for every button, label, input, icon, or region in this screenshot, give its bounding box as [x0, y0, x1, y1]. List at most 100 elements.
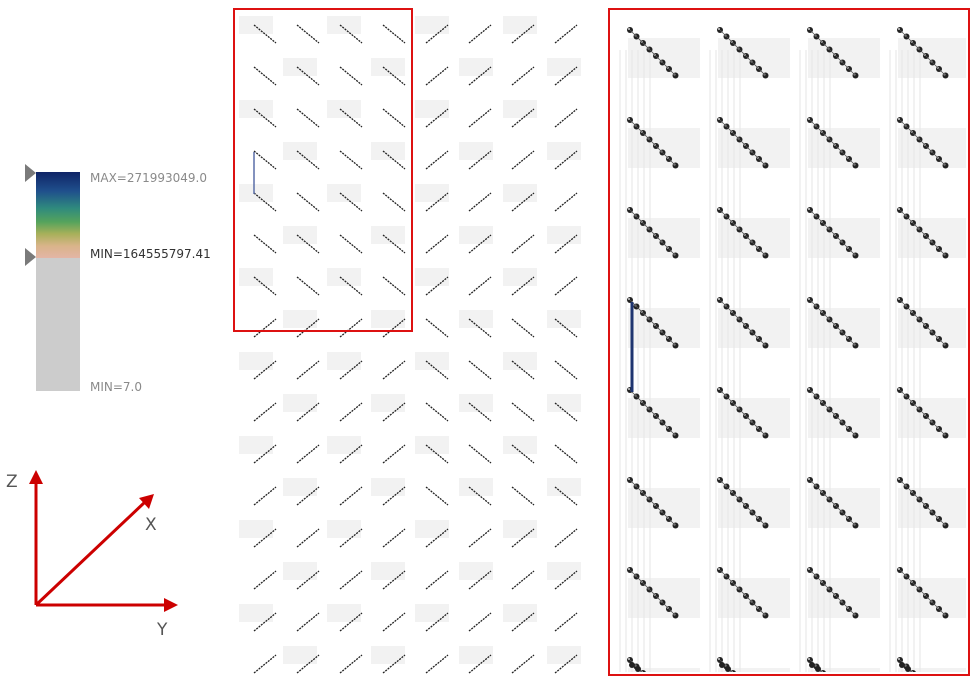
background-tile: [628, 38, 700, 78]
glyph-stroke: [253, 654, 277, 674]
background-tile: [547, 562, 581, 580]
glyph-stroke: [296, 528, 320, 548]
background-tile: [718, 38, 790, 78]
glyph-stroke: [339, 528, 363, 548]
glyph-stroke: [296, 234, 320, 254]
glyph-stroke: [253, 486, 277, 506]
background-tile: [283, 394, 317, 412]
background-tile: [459, 310, 493, 328]
bead-chain: [899, 479, 946, 526]
bead-chain: [809, 479, 856, 526]
legend-min-threshold-label: MIN=164555797.41: [90, 247, 211, 261]
bead-highlight: [718, 478, 720, 480]
glyph-stroke: [296, 654, 320, 674]
glyph-stroke: [511, 150, 535, 170]
background-tile: [503, 436, 537, 454]
bead: [725, 666, 731, 672]
glyph-stroke: [511, 318, 535, 338]
background-tile: [283, 646, 317, 664]
glyph-stroke: [468, 276, 492, 296]
background-tile: [808, 128, 880, 168]
glyph-stroke: [425, 150, 449, 170]
bead-chain: [629, 389, 676, 436]
bead-highlight: [808, 658, 810, 660]
background-tile: [718, 668, 790, 672]
background-tile: [503, 520, 537, 538]
legend-below-min-bar: [36, 258, 80, 391]
bead-chain: [719, 299, 766, 346]
bead-highlight: [718, 208, 720, 210]
overview-panel[interactable]: [233, 8, 593, 680]
background-tile: [628, 128, 700, 168]
glyph-stroke: [253, 360, 277, 380]
background-tile: [628, 218, 700, 258]
background-tile: [718, 218, 790, 258]
background-tile: [718, 398, 790, 438]
glyph-stroke: [296, 444, 320, 464]
bead: [629, 662, 635, 668]
glyph-stroke: [339, 318, 363, 338]
zoom-panel[interactable]: [610, 10, 966, 672]
glyph-stroke: [253, 402, 277, 422]
bead-highlight: [718, 118, 720, 120]
bead-highlight: [718, 388, 720, 390]
glyph-stroke: [554, 66, 578, 86]
glyph-stroke: [339, 444, 363, 464]
bead-chain: [809, 389, 856, 436]
bead-highlight: [628, 118, 630, 120]
glyph-stroke: [253, 444, 277, 464]
background-tile: [459, 142, 493, 160]
glyph-stroke: [468, 654, 492, 674]
bead: [905, 666, 911, 672]
bead-chain: [809, 29, 856, 76]
legend-min-label: MIN=7.0: [90, 380, 143, 394]
glyph-stroke: [253, 150, 277, 170]
bead-chain: [629, 569, 676, 616]
glyph-stroke: [425, 276, 449, 296]
glyph-stroke: [339, 402, 363, 422]
background-tile: [503, 604, 537, 622]
background-tile: [327, 604, 361, 622]
background-tile: [808, 488, 880, 528]
background-tile: [371, 226, 405, 244]
background-tile: [415, 520, 449, 538]
background-tile: [283, 310, 317, 328]
background-tile: [808, 308, 880, 348]
glyph-stroke: [296, 570, 320, 590]
bead-chain: [719, 119, 766, 166]
glyph-stroke: [425, 318, 449, 338]
bead-chain: [719, 29, 766, 76]
glyph-stroke: [425, 486, 449, 506]
background-tile: [547, 478, 581, 496]
background-tile: [371, 646, 405, 664]
glyph-stroke: [253, 528, 277, 548]
bead-highlight: [808, 118, 810, 120]
background-tile: [415, 604, 449, 622]
background-tile: [327, 16, 361, 34]
bead-chain: [809, 119, 856, 166]
glyph-stroke: [511, 360, 535, 380]
zoom-highlight-box: [608, 8, 970, 676]
bead-chain: [719, 479, 766, 526]
background-tile: [415, 352, 449, 370]
background-tile: [628, 488, 700, 528]
background-tile: [459, 226, 493, 244]
glyph-stroke: [554, 612, 578, 632]
bead-chain: [899, 299, 946, 346]
bead-highlight: [898, 298, 900, 300]
glyph-stroke: [554, 570, 578, 590]
background-tile: [808, 38, 880, 78]
bead-chain: [899, 569, 946, 616]
background-tile: [459, 646, 493, 664]
bead-highlight: [808, 478, 810, 480]
background-tile: [898, 668, 966, 672]
glyph-stroke: [468, 570, 492, 590]
bead-highlight: [808, 28, 810, 30]
glyph-stroke: [511, 24, 535, 44]
glyph-stroke: [382, 108, 406, 128]
background-tile: [327, 352, 361, 370]
glyph-stroke: [382, 360, 406, 380]
bead: [815, 666, 821, 672]
bead-chain: [809, 569, 856, 616]
bead-highlight: [628, 388, 630, 390]
